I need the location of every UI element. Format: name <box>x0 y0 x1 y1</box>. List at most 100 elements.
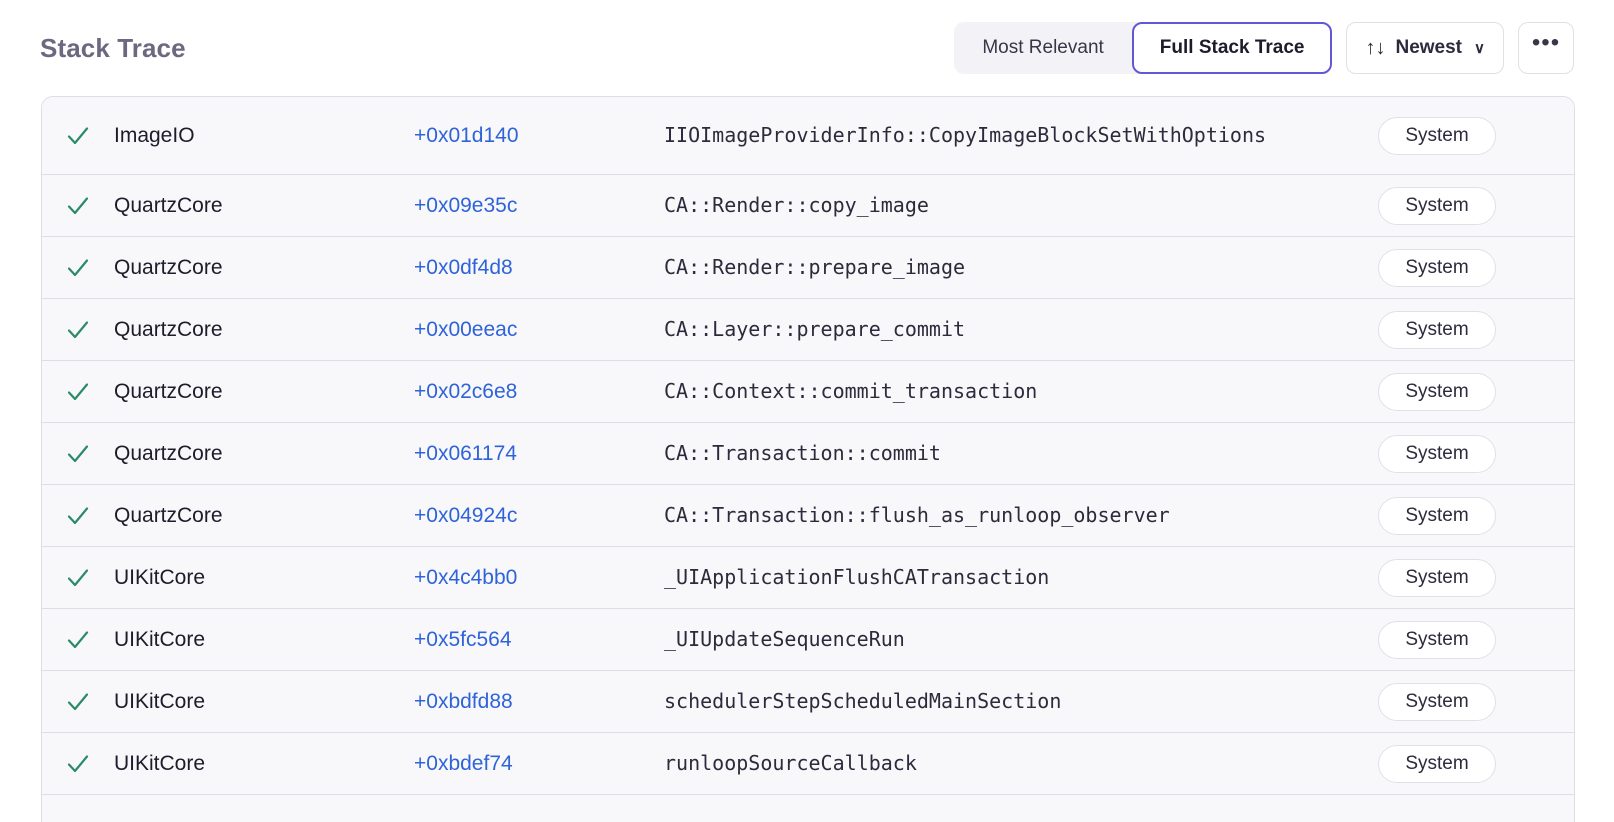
table-row[interactable]: QuartzCore +0x0df4d8 CA::Render::prepare_i… <box>42 237 1574 299</box>
table-row[interactable]: UIKitCore +0x5fc564 _UIUpdateSequenceRun Sy… <box>42 609 1574 671</box>
frame-symbol-name: CA::Context::commit_transaction <box>664 378 1038 403</box>
frame-binary-name: UIKitCore <box>114 751 206 775</box>
frame-symbol-name: CA::Render::copy_image <box>664 192 929 217</box>
frame-tag-cell: System <box>1378 558 1496 597</box>
chevron-down-icon: ∨ <box>1474 40 1485 57</box>
frame-symbol-name: CA::Transaction::flush_as_runloop_observ… <box>664 502 1170 527</box>
checkmark-icon <box>67 196 89 214</box>
checkmark-icon <box>67 258 89 276</box>
frame-binary-name: UIKitCore <box>114 689 206 713</box>
frame-binary-name: QuartzCore <box>114 193 223 217</box>
table-row[interactable]: QuartzCore +0x09e35c CA::Render::copy_imag… <box>42 175 1574 237</box>
checkmark-icon <box>67 568 89 586</box>
checkmark-icon <box>67 692 89 710</box>
table-row[interactable]: QuartzCore +0x04924c CA::Transaction::flus… <box>42 485 1574 547</box>
checkmark-icon <box>67 444 89 462</box>
frame-offset-link[interactable]: +0x0df4d8 <box>414 255 513 279</box>
frame-status-cell <box>42 255 114 281</box>
frame-status-cell <box>42 689 114 715</box>
frame-status-cell <box>42 379 114 405</box>
checkmark-icon <box>67 382 89 400</box>
frame-status-cell <box>42 441 114 467</box>
status-badge: System <box>1378 310 1496 349</box>
frame-binary-name: QuartzCore <box>114 379 223 403</box>
frame-offset-link[interactable]: +0xbdef74 <box>414 751 513 775</box>
frame-tag-cell: System <box>1378 682 1496 721</box>
checkmark-icon <box>67 126 89 144</box>
frame-tag-cell: System <box>1378 186 1496 225</box>
frame-binary-name: UIKitCore <box>114 627 206 651</box>
status-badge: System <box>1378 372 1496 411</box>
frame-tag-cell: System <box>1378 434 1496 473</box>
frame-offset-link[interactable]: +0x00eeac <box>414 317 518 341</box>
frame-status-cell <box>42 123 114 149</box>
checkmark-icon <box>67 630 89 648</box>
panel-header: Stack Trace Most Relevant Full Stack Tra… <box>0 0 1614 96</box>
frame-offset-link[interactable]: +0x09e35c <box>414 193 518 217</box>
frame-status-cell <box>42 317 114 343</box>
frame-status-cell <box>42 503 114 529</box>
status-badge: System <box>1378 744 1496 783</box>
frame-symbol-name: runloopSourceCallback <box>664 750 917 775</box>
frame-status-cell <box>42 565 114 591</box>
frame-status-cell <box>42 193 114 219</box>
frame-binary-name: UIKitCore <box>114 565 206 589</box>
frame-tag-cell: System <box>1378 372 1496 411</box>
frame-tag-cell: System <box>1378 620 1496 659</box>
tab-full-stack-trace[interactable]: Full Stack Trace <box>1131 22 1333 74</box>
frame-status-cell <box>42 627 114 653</box>
frame-symbol-name: IIOImageProviderInfo::CopyImageBlockSetW… <box>664 122 1267 147</box>
frame-binary-name: QuartzCore <box>114 317 223 341</box>
sort-button-label: Newest <box>1395 37 1463 58</box>
frame-symbol-name: CA::Transaction::commit <box>664 440 941 465</box>
status-badge: System <box>1378 558 1496 597</box>
status-badge: System <box>1378 116 1496 155</box>
table-row[interactable]: UIKitCore +0xbdef74 runloopSourceCallback S… <box>42 733 1574 795</box>
status-badge: System <box>1378 496 1496 535</box>
frame-symbol-name: CA::Render::prepare_image <box>664 254 966 279</box>
frame-binary-name: ImageIO <box>114 123 195 147</box>
frame-binary-name: QuartzCore <box>114 255 223 279</box>
frame-offset-link[interactable]: +0x4c4bb0 <box>414 565 518 589</box>
table-row[interactable]: UIKitCore +0xbdfd88 schedulerStepScheduled… <box>42 671 1574 733</box>
frame-tag-cell: System <box>1378 310 1496 349</box>
frame-tag-cell: System <box>1378 116 1496 155</box>
frame-tag-cell: System <box>1378 496 1496 535</box>
sort-button[interactable]: ↑↓ Newest ∨ <box>1346 22 1504 74</box>
checkmark-icon <box>67 506 89 524</box>
more-options-button[interactable]: ••• <box>1518 22 1574 74</box>
table-row[interactable]: QuartzCore +0x00eeac CA::Layer::prepare_co… <box>42 299 1574 361</box>
status-badge: System <box>1378 434 1496 473</box>
status-badge: System <box>1378 248 1496 287</box>
table-row[interactable]: UIKitCore+0x4c4bb0_UIApplicationFlushCAT… <box>42 547 1574 609</box>
header-controls: Most Relevant Full Stack Trace ↑↓ Newest… <box>954 22 1574 74</box>
frame-offset-link[interactable]: +0x04924c <box>414 503 518 527</box>
checkmark-icon <box>67 320 89 338</box>
status-badge: System <box>1378 186 1496 225</box>
stack-trace-mode-segmented-control[interactable]: Most Relevant Full Stack Trace <box>954 22 1333 74</box>
table-row[interactable]: ImageIO +0x01d140 IIOImageProviderInfo::Co… <box>42 97 1574 175</box>
frame-offset-link[interactable]: +0x061174 <box>414 441 517 465</box>
frame-tag-cell: System <box>1378 744 1496 783</box>
frame-symbol-name: CA::Layer::prepare_commit <box>664 316 966 341</box>
status-badge: System <box>1378 620 1496 659</box>
checkmark-icon <box>67 754 89 772</box>
sort-arrows-icon: ↑↓ <box>1365 37 1386 59</box>
table-row[interactable]: QuartzCore +0x02c6e8 CA::Context::commit_t… <box>42 361 1574 423</box>
frame-symbol-name: _UIUpdateSequenceRun <box>664 626 905 651</box>
tab-most-relevant[interactable]: Most Relevant <box>982 37 1104 58</box>
frame-status-cell <box>42 751 114 777</box>
page-title: Stack Trace <box>40 32 186 63</box>
frame-offset-link[interactable]: +0x5fc564 <box>414 627 512 651</box>
status-badge: System <box>1378 682 1496 721</box>
frame-symbol-name: schedulerStepScheduledMainSection <box>664 688 1062 713</box>
frame-offset-link[interactable]: +0x02c6e8 <box>414 379 518 403</box>
frame-binary-name: QuartzCore <box>114 503 223 527</box>
frame-offset-link[interactable]: +0x01d140 <box>414 123 519 147</box>
ellipsis-icon: ••• <box>1531 29 1561 56</box>
frame-offset-link[interactable]: +0xbdfd88 <box>414 689 513 713</box>
stack-frame-list[interactable]: ImageIO +0x01d140 IIOImageProviderInfo::Co… <box>41 96 1575 822</box>
frame-tag-cell: System <box>1378 248 1496 287</box>
